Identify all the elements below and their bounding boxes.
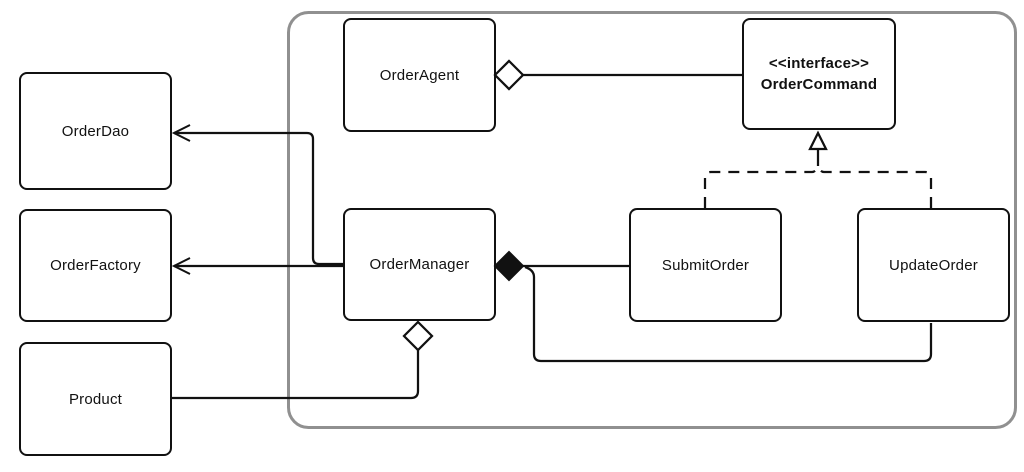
class-label: SubmitOrder (661, 256, 750, 274)
class-label: OrderDao (61, 122, 130, 140)
class-node-ordermanager: OrderManager (343, 208, 496, 321)
class-label: OrderManager (369, 256, 470, 273)
edge-submitorder-ordercommand-dashed (703, 165, 820, 208)
open-arrowhead-icon (171, 124, 191, 142)
edge-ordermanager-product (172, 320, 434, 400)
interface-stereotype: <<interface>> (768, 55, 870, 72)
edge-updateorder-ordercommand-dashed (816, 165, 933, 208)
class-label: UpdateOrder (889, 256, 978, 274)
class-node-updateorder: UpdateOrder (857, 208, 1010, 322)
hollow-triangle-icon (808, 130, 828, 151)
open-diamond-icon (493, 59, 525, 91)
edge-orderagent-ordercommand (493, 59, 742, 91)
edge-ordermanager-submitorder (493, 250, 629, 282)
edge-ordermanager-orderfactory (171, 257, 343, 275)
class-label: OrderAgent (379, 66, 460, 84)
class-node-orderfactory: OrderFactory (19, 209, 172, 322)
open-diamond-icon (402, 320, 434, 352)
class-label: OrderFactory (50, 257, 141, 274)
edge-ordermanager-orderdao (171, 124, 343, 266)
interface-node-ordercommand: <<interface>> OrderCommand (742, 18, 896, 130)
open-arrowhead-icon (171, 257, 191, 275)
class-node-orderagent: OrderAgent (343, 18, 496, 132)
class-node-submitorder: SubmitOrder (629, 208, 782, 322)
filled-diamond-icon (493, 250, 525, 282)
class-node-orderdao: OrderDao (19, 72, 172, 190)
realization-arrow (808, 130, 828, 166)
class-node-product: Product (19, 342, 172, 456)
class-label: Product (68, 390, 123, 408)
class-label: OrderCommand (760, 76, 878, 93)
